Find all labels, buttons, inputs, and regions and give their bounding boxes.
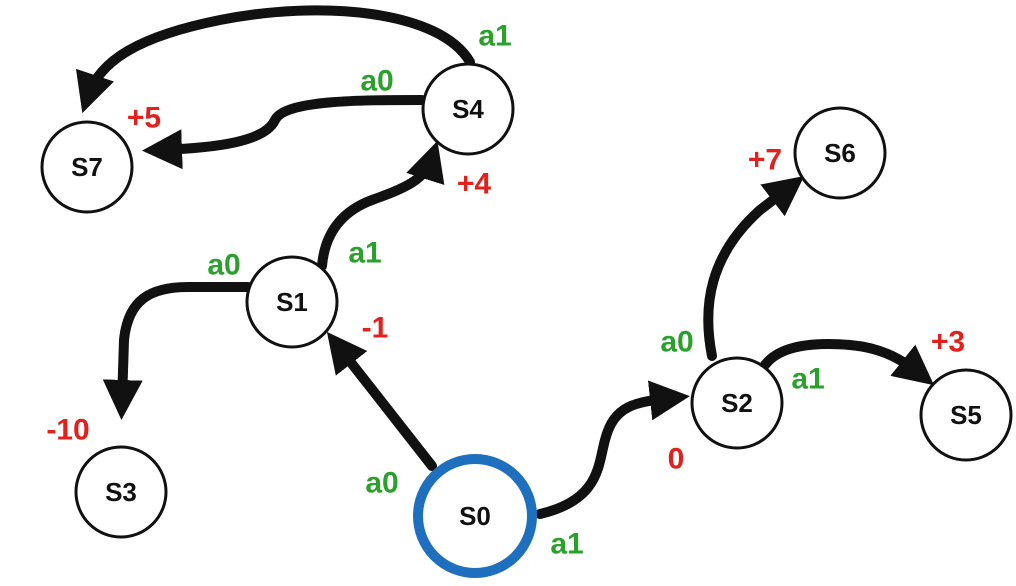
- reward-label-s2: 0: [668, 443, 685, 476]
- reward-label-s6: +7: [748, 144, 782, 177]
- action-label-s0-s1: a0: [365, 467, 398, 500]
- reward-label-s4: +4: [457, 168, 492, 201]
- state-node-s6: S6: [793, 106, 887, 200]
- action-label-s0-s2: a1: [550, 528, 583, 561]
- edge-s2-s5: [760, 339, 935, 386]
- reward-label-s7: +5: [127, 102, 161, 135]
- state-label-s7: S7: [71, 152, 103, 182]
- edge-s0-s2: [535, 380, 690, 519]
- edge-s4-s7-a1: [76, 5, 475, 114]
- edge-s1-s3: [102, 282, 253, 420]
- action-label-s4-s7-a1: a1: [478, 20, 511, 53]
- edge-s2-s6: [703, 176, 805, 361]
- action-label-s2-s6: a0: [660, 326, 693, 359]
- edge-s4-s7-a0: [142, 95, 427, 170]
- reward-label-s5: +3: [931, 326, 965, 359]
- edge-s1-s4: [317, 140, 445, 271]
- state-node-s0: S0: [413, 454, 537, 578]
- state-node-s7: S7: [40, 120, 134, 214]
- state-node-s1: S1: [245, 255, 339, 349]
- edge-s0-s1: [326, 331, 437, 471]
- action-label-s2-s5: a1: [791, 363, 824, 396]
- state-node-s5: S5: [919, 368, 1013, 462]
- state-label-s3: S3: [105, 477, 137, 507]
- action-label-s1-s4: a1: [348, 237, 381, 270]
- state-label-s2: S2: [721, 388, 753, 418]
- action-label-s1-s3: a0: [207, 249, 240, 282]
- state-node-s3: S3: [74, 445, 168, 539]
- reward-label-s3: -10: [46, 414, 89, 447]
- state-label-s0: S0: [459, 501, 491, 531]
- state-node-s2: S2: [690, 356, 784, 450]
- state-label-s5: S5: [950, 400, 982, 430]
- action-label-s4-s7-a0: a0: [360, 65, 393, 98]
- state-node-s4: S4: [421, 62, 515, 156]
- reward-label-s1: -1: [362, 312, 389, 345]
- state-label-s6: S6: [824, 138, 856, 168]
- state-label-s4: S4: [452, 94, 484, 124]
- state-label-s1: S1: [276, 287, 308, 317]
